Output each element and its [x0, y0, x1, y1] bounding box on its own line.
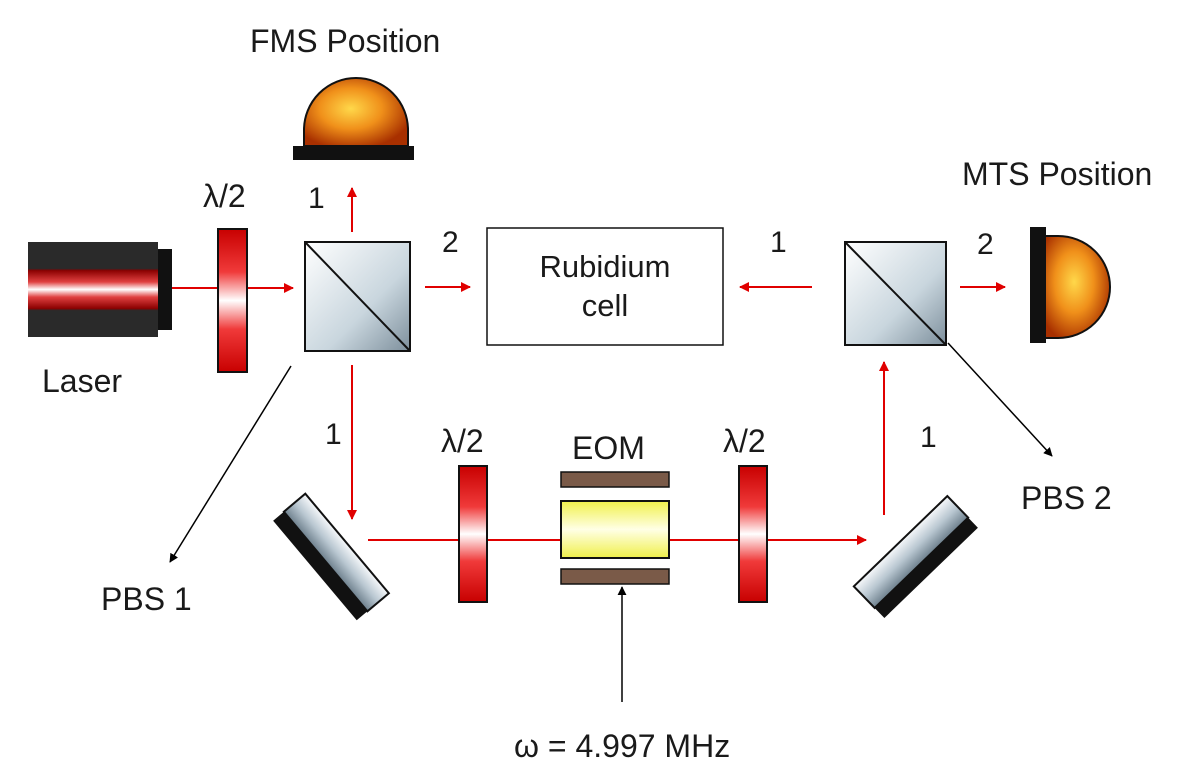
- port-1-mirror-label: 1: [920, 421, 937, 454]
- mirror-right: [852, 494, 978, 619]
- eom-label: EOM: [572, 430, 645, 466]
- rubidium-cell-label-line1: Rubidium: [539, 248, 671, 284]
- half-wave-plate-2-label: λ/2: [441, 423, 484, 459]
- fms-position-label: FMS Position: [250, 23, 441, 59]
- laser-source: [28, 242, 172, 337]
- mts-photodetector: [1030, 227, 1111, 343]
- polarizing-beam-splitter-1: [304, 241, 411, 352]
- half-wave-plate-2: [458, 465, 488, 603]
- electro-optic-modulator: [560, 471, 670, 585]
- label-pointers: [169, 342, 1053, 702]
- half-wave-plate-3: [738, 465, 768, 603]
- pbs1-pointer: [169, 365, 292, 563]
- port-1-down-label: 1: [325, 418, 342, 451]
- fms-photodetector: [293, 77, 414, 160]
- port-1-cell-right-label: 1: [770, 226, 787, 259]
- half-wave-plate-1: [217, 228, 248, 373]
- laser-label: Laser: [42, 363, 123, 399]
- port-1-fms-label: 1: [308, 182, 325, 215]
- rubidium-cell: [486, 227, 724, 346]
- half-wave-plate-3-label: λ/2: [723, 423, 766, 459]
- rubidium-cell-label-line2: cell: [581, 287, 629, 323]
- pbs1-label: PBS 1: [101, 581, 192, 617]
- rubidium-cell-label: Rubidium cell: [487, 228, 723, 345]
- half-wave-plate-1-label: λ/2: [203, 178, 246, 214]
- pbs2-label: PBS 2: [1021, 480, 1112, 516]
- frequency-label: ω = 4.997 MHz: [514, 728, 731, 764]
- pbs2-pointer: [947, 342, 1053, 457]
- port-2-mts-label: 2: [977, 228, 994, 261]
- polarizing-beam-splitter-2: [844, 241, 947, 346]
- mirror-left: [273, 492, 391, 621]
- port-2-cell-label: 2: [442, 226, 459, 259]
- mts-position-label: MTS Position: [962, 156, 1153, 192]
